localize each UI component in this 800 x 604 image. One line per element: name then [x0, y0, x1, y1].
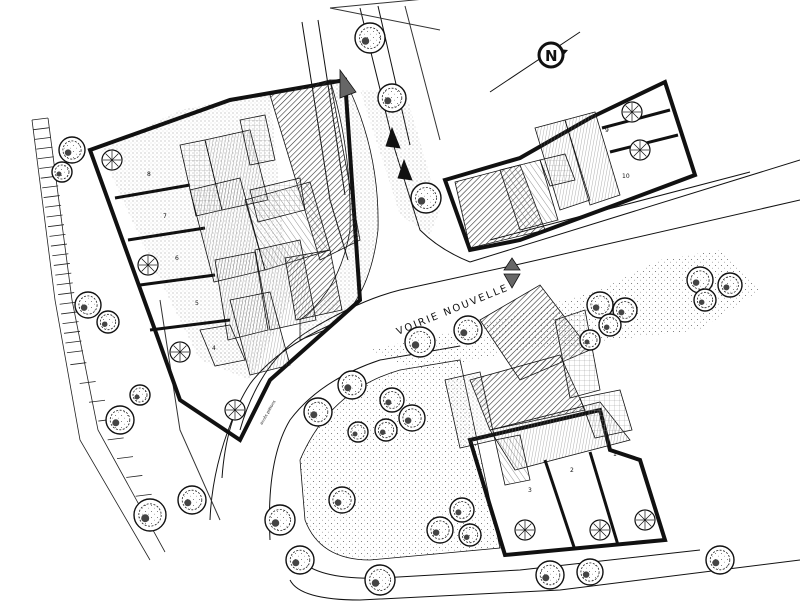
path-rung — [47, 224, 65, 228]
tree — [303, 397, 333, 427]
path-rung — [65, 340, 82, 344]
tree — [285, 545, 315, 575]
tree — [705, 545, 735, 575]
tree — [364, 564, 396, 596]
tree — [328, 486, 356, 514]
path-rung — [43, 195, 60, 198]
buildings-west — [179, 79, 361, 376]
path-rung — [36, 146, 53, 150]
garden-tree-symbol — [634, 509, 656, 531]
tree — [612, 297, 638, 323]
tree — [379, 387, 405, 413]
side-note: accès piétons — [259, 399, 277, 425]
garden-tree-symbol — [137, 254, 159, 276]
path-rung — [63, 330, 81, 334]
path-rung — [49, 233, 66, 237]
tree — [377, 83, 407, 113]
tree — [453, 315, 483, 345]
parcel-boundary-west — [87, 77, 363, 443]
garden-tree-symbols — [101, 101, 656, 541]
tree — [586, 291, 614, 319]
tree — [458, 523, 482, 547]
path-rung — [107, 437, 124, 441]
parcel-label-9: 9 — [605, 127, 609, 134]
path-rung — [116, 456, 134, 460]
parcel-label-5: 5 — [195, 300, 199, 307]
path-rung — [39, 166, 56, 169]
path-rung — [50, 243, 67, 247]
tree — [398, 404, 426, 432]
tree — [449, 497, 475, 523]
tree — [374, 418, 398, 442]
path-rung — [42, 185, 59, 189]
garden-tree-symbol — [589, 519, 611, 541]
tree — [426, 516, 454, 544]
path-rung — [56, 282, 73, 286]
parcel-label-10: 10 — [622, 173, 630, 180]
garden-tree-symbol — [224, 399, 246, 421]
path-rung — [45, 204, 62, 208]
garden-tree-symbol — [514, 519, 536, 541]
tree — [686, 266, 714, 294]
tree — [58, 136, 86, 164]
parcel-label-3: 3 — [528, 487, 532, 494]
tree — [133, 498, 167, 532]
parcel-label-8: 8 — [147, 171, 151, 178]
parcel-label-2: 2 — [570, 467, 574, 474]
path-rung — [62, 321, 79, 325]
path-rung — [88, 399, 106, 403]
parcel-dividers-south — [543, 451, 620, 551]
garden-tree-symbol — [629, 139, 651, 161]
tree — [598, 313, 622, 337]
tree — [177, 485, 207, 515]
tree — [410, 182, 442, 214]
path-rung — [79, 381, 96, 384]
access-markers — [339, 68, 521, 289]
north-arrow: N — [489, 31, 581, 93]
tree — [74, 291, 102, 319]
parcel-label-4: 4 — [212, 345, 216, 352]
tree — [51, 161, 73, 183]
tree — [264, 504, 296, 536]
garden-tree-symbol — [169, 341, 191, 363]
parcel-labels: 8 7 6 5 4 9 10 3 2 1 — [147, 127, 630, 494]
buildings-north-east — [454, 111, 621, 249]
tree — [354, 22, 386, 54]
tree — [576, 558, 604, 586]
path-rung — [126, 475, 143, 478]
path-rung — [55, 272, 72, 276]
path-rung — [33, 127, 50, 131]
parcel-label-6: 6 — [175, 255, 179, 262]
tree — [404, 326, 436, 358]
path-rung — [34, 136, 51, 140]
parcel-dividers-west — [114, 183, 231, 332]
path-rung — [31, 117, 49, 121]
path-rung — [46, 214, 63, 218]
parcel-label-7: 7 — [163, 213, 167, 220]
tree — [105, 405, 135, 435]
garden-tree-symbol — [621, 101, 643, 123]
path-rung — [58, 292, 75, 295]
north-letter: N — [545, 47, 558, 65]
tree — [347, 421, 369, 443]
garden-tree-symbol — [101, 149, 123, 171]
path-rung — [59, 301, 76, 305]
tree — [535, 560, 565, 590]
tree — [129, 384, 151, 406]
trees — [51, 22, 743, 596]
parcel-label-1: 1 — [613, 451, 617, 458]
path-rung — [70, 362, 87, 366]
tree — [717, 272, 743, 298]
tree — [96, 310, 120, 334]
path-rung — [66, 350, 83, 354]
tree — [337, 370, 367, 400]
path-rung — [53, 263, 70, 266]
tree — [693, 288, 717, 312]
path-rung — [52, 253, 69, 257]
tree — [579, 329, 601, 351]
path-rung — [135, 493, 152, 497]
path-rung — [61, 311, 78, 315]
path-rung — [37, 156, 54, 160]
